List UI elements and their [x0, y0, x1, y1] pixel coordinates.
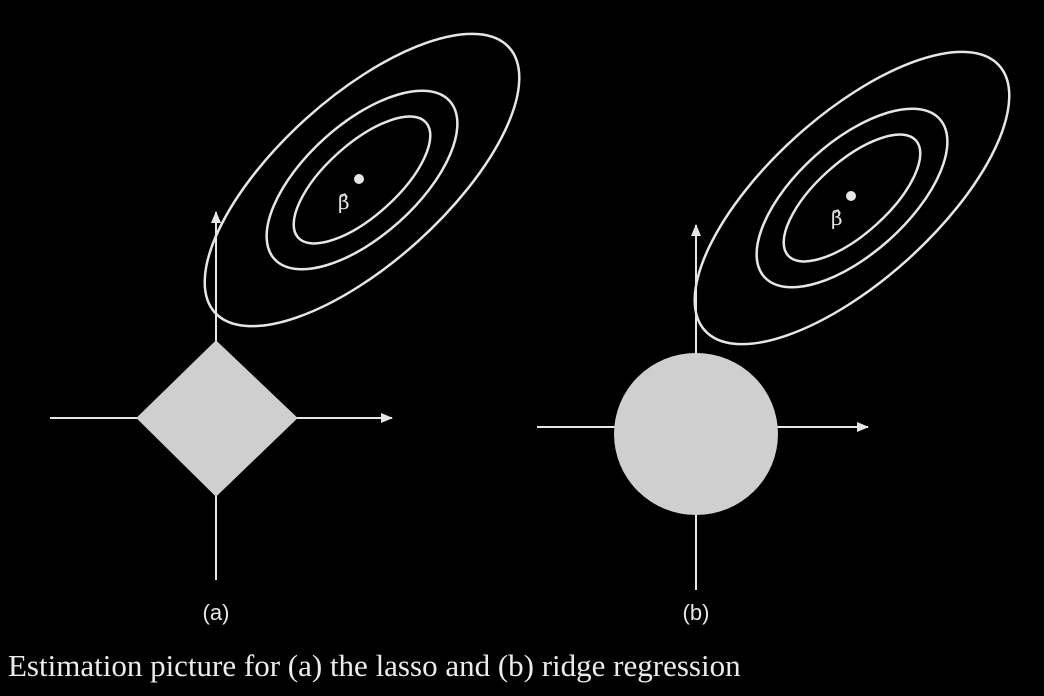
contour-ellipse-outer [203, 32, 521, 328]
panel-label-b: (b) [683, 600, 710, 625]
figure-caption: Estimation picture for (a) the lasso and… [8, 648, 741, 683]
panel-a: β̂ (a) [50, 32, 521, 625]
ridge-constraint-circle [614, 353, 778, 515]
panel-label-a: (a) [203, 600, 230, 625]
estimate-point [354, 174, 364, 184]
beta-hat-label: β̂ [831, 206, 843, 230]
contour-ellipse-inner [782, 133, 922, 263]
lasso-constraint-diamond [136, 340, 298, 497]
contour-ellipses [693, 50, 1011, 346]
panel-b: β̂ (b) [537, 50, 1011, 625]
contour-ellipses [203, 32, 521, 328]
beta-hat-label: β̂ [338, 190, 350, 214]
contour-ellipse-outer [693, 50, 1011, 346]
contour-ellipse-middle [265, 89, 459, 271]
estimate-point [846, 191, 856, 201]
contour-ellipse-middle [755, 107, 949, 289]
contour-ellipse-inner [292, 115, 432, 245]
